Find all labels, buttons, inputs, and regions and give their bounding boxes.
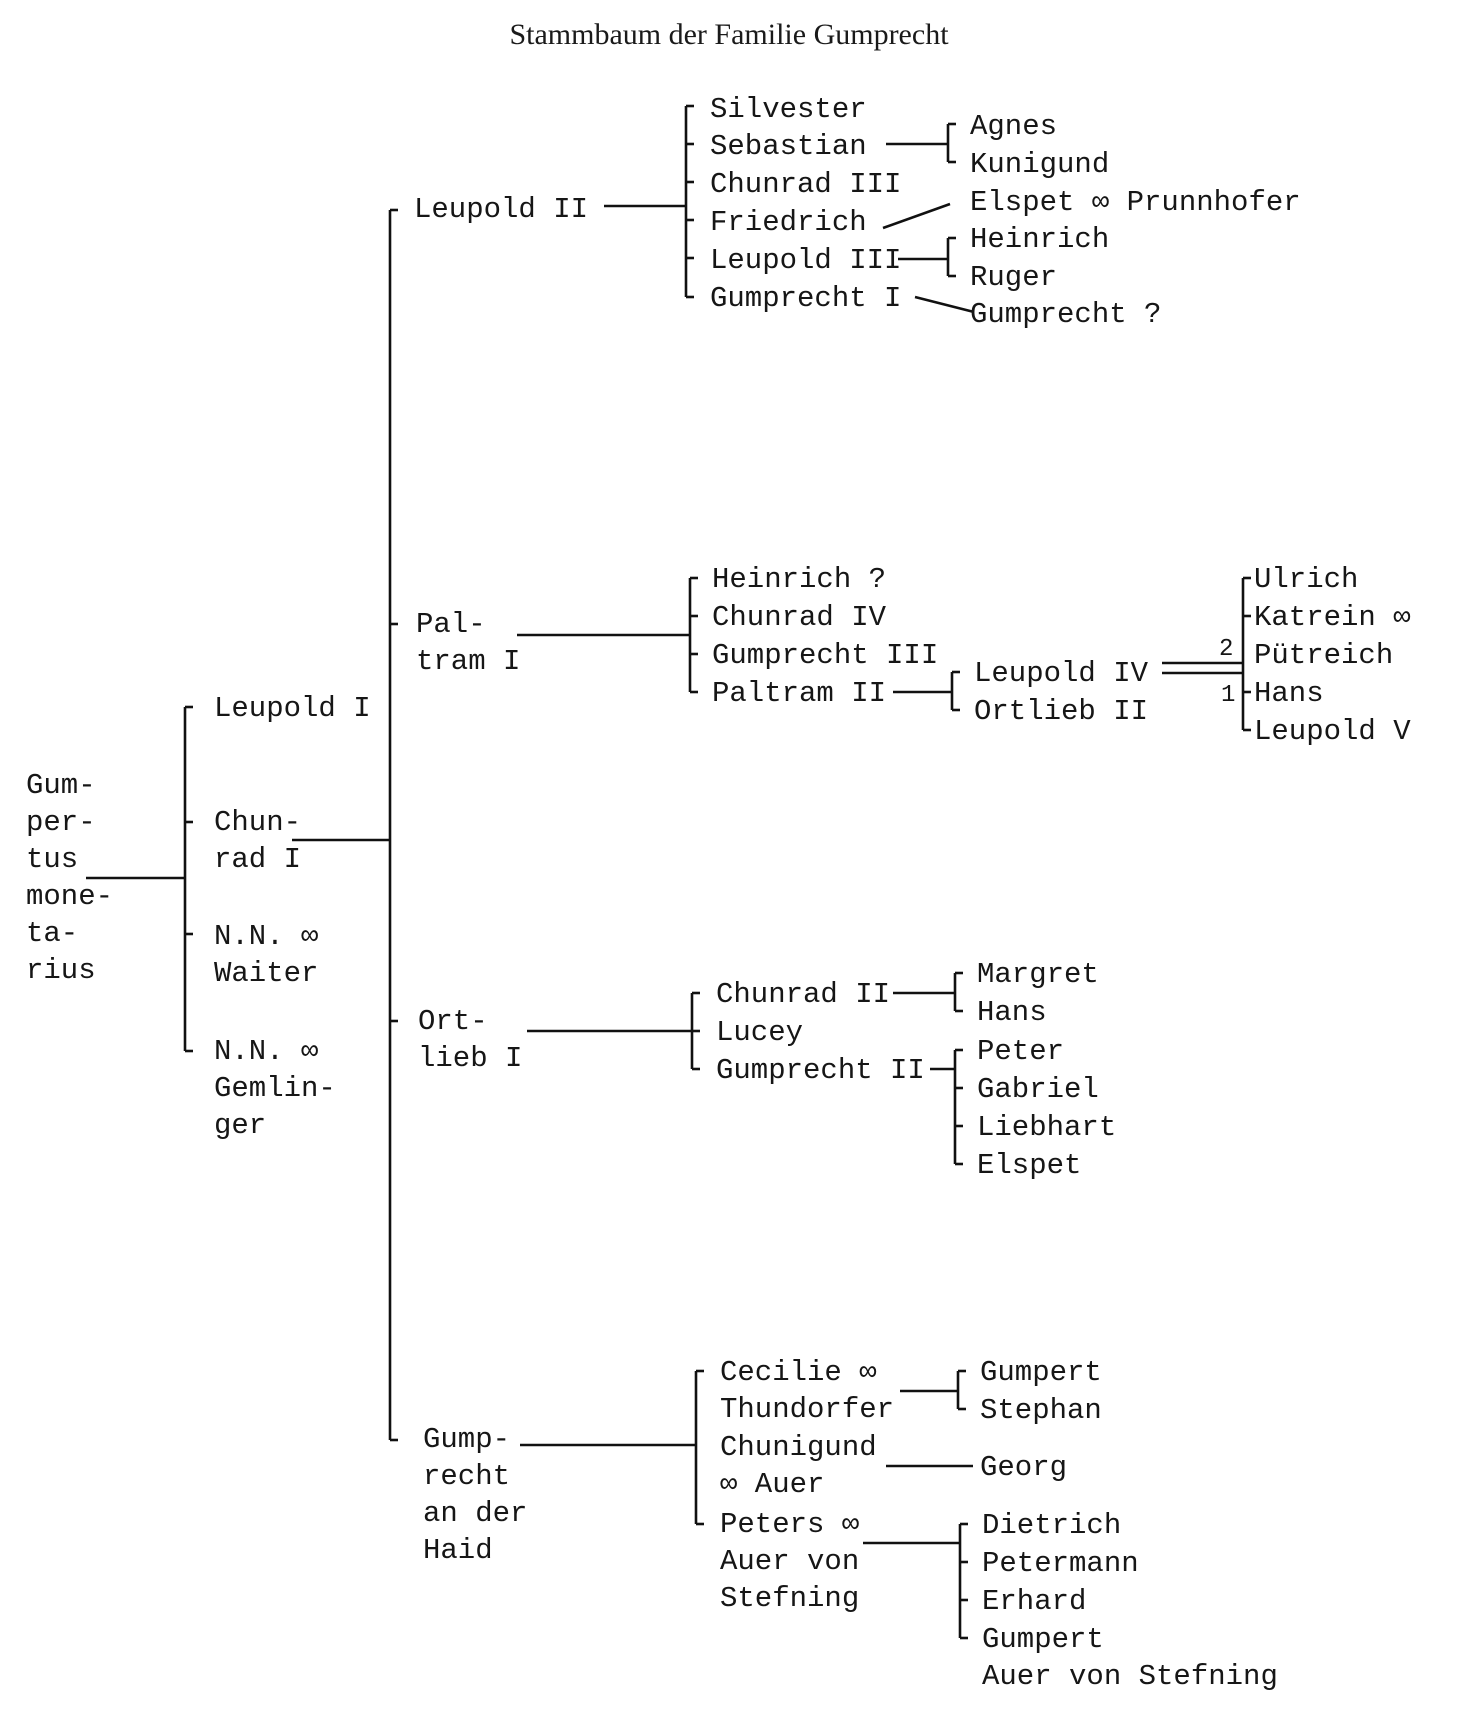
person-heinrich-unknown: Heinrich ?: [712, 563, 887, 596]
person-hans: Hans: [1254, 677, 1324, 710]
person-gumpert-auer-von-stefning: Gumpert Auer von Stefning: [982, 1623, 1278, 1693]
person-nn-waiter: N.N. ∞ Waiter: [214, 920, 319, 990]
person-peters-auer-von-stefning: Peters ∞ Auer von Stefning: [720, 1508, 860, 1615]
person-leupold-iv: Leupold IV: [974, 657, 1149, 690]
person-liebhart: Liebhart: [977, 1111, 1117, 1144]
person-ortlieb-i: Ort- lieb I: [418, 1005, 523, 1075]
marriage-number: 2: [1219, 636, 1234, 663]
person-ulrich: Ulrich: [1254, 563, 1359, 596]
person-chunrad-iii: Chunrad III: [710, 168, 902, 201]
person-kunigund: Kunigund: [970, 148, 1110, 181]
person-nn-gemlinger: N.N. ∞ Gemlin- ger: [214, 1035, 336, 1142]
person-paltram-ii: Paltram II: [712, 677, 887, 710]
person-elspet-prunnhofer: Elspet ∞ Prunnhofer: [970, 186, 1301, 219]
person-gumprecht-an-der-haid: Gump- recht an der Haid: [423, 1423, 528, 1567]
person-hans: Hans: [977, 996, 1047, 1029]
person-leupold-iii: Leupold III: [710, 244, 902, 277]
page-title: Stammbaum der Familie Gumprecht: [509, 18, 949, 51]
person-stephan: Stephan: [980, 1394, 1102, 1427]
person-erhard: Erhard: [982, 1585, 1087, 1618]
person-peter: Peter: [977, 1035, 1065, 1068]
person-leupold-ii: Leupold II: [414, 193, 589, 226]
person-paltram-i: Pal- tram I: [416, 608, 521, 678]
person-chunigund-auer: Chunigund ∞ Auer: [720, 1431, 877, 1501]
person-chunrad-ii: Chunrad II: [716, 978, 891, 1011]
person-katrein: Katrein ∞: [1254, 601, 1411, 634]
person-elspet: Elspet: [977, 1149, 1082, 1182]
connector-line: [914, 295, 975, 314]
person-sebastian: Sebastian: [710, 130, 867, 163]
person-gumprecht-ii: Gumprecht II: [716, 1054, 925, 1087]
marriage-number: 1: [1221, 682, 1236, 709]
person-friedrich: Friedrich: [710, 206, 867, 239]
connector-line: [882, 202, 951, 230]
person-gumprecht-unknown: Gumprecht ?: [970, 298, 1162, 331]
person-ruger: Ruger: [970, 261, 1058, 294]
person-gumprecht-i: Gumprecht I: [710, 282, 902, 315]
person-heinrich: Heinrich: [970, 223, 1110, 256]
person-georg: Georg: [980, 1451, 1068, 1484]
person-gabriel: Gabriel: [977, 1073, 1099, 1106]
person-dietrich: Dietrich: [982, 1509, 1122, 1542]
person-margret: Margret: [977, 958, 1099, 991]
person-puetreich: Pütreich: [1254, 639, 1394, 672]
person-leupold-v: Leupold V: [1254, 715, 1411, 748]
person-silvester: Silvester: [710, 93, 867, 126]
person-petermann: Petermann: [982, 1547, 1139, 1580]
person-ortlieb-ii: Ortlieb II: [974, 695, 1149, 728]
person-cecilie-thundorfer: Cecilie ∞ Thundorfer: [720, 1356, 895, 1426]
person-chunrad-i: Chun- rad I: [214, 806, 302, 876]
person-gumprecht-iii: Gumprecht III: [712, 639, 939, 672]
person-agnes: Agnes: [970, 110, 1058, 143]
person-leupold-i: Leupold I: [214, 692, 371, 725]
person-gumpert: Gumpert: [980, 1356, 1102, 1389]
person-gumpertus-monetarius: Gum- per- tus mone- ta- rius: [26, 769, 114, 987]
person-chunrad-iv: Chunrad IV: [712, 601, 887, 634]
person-lucey: Lucey: [716, 1016, 804, 1049]
